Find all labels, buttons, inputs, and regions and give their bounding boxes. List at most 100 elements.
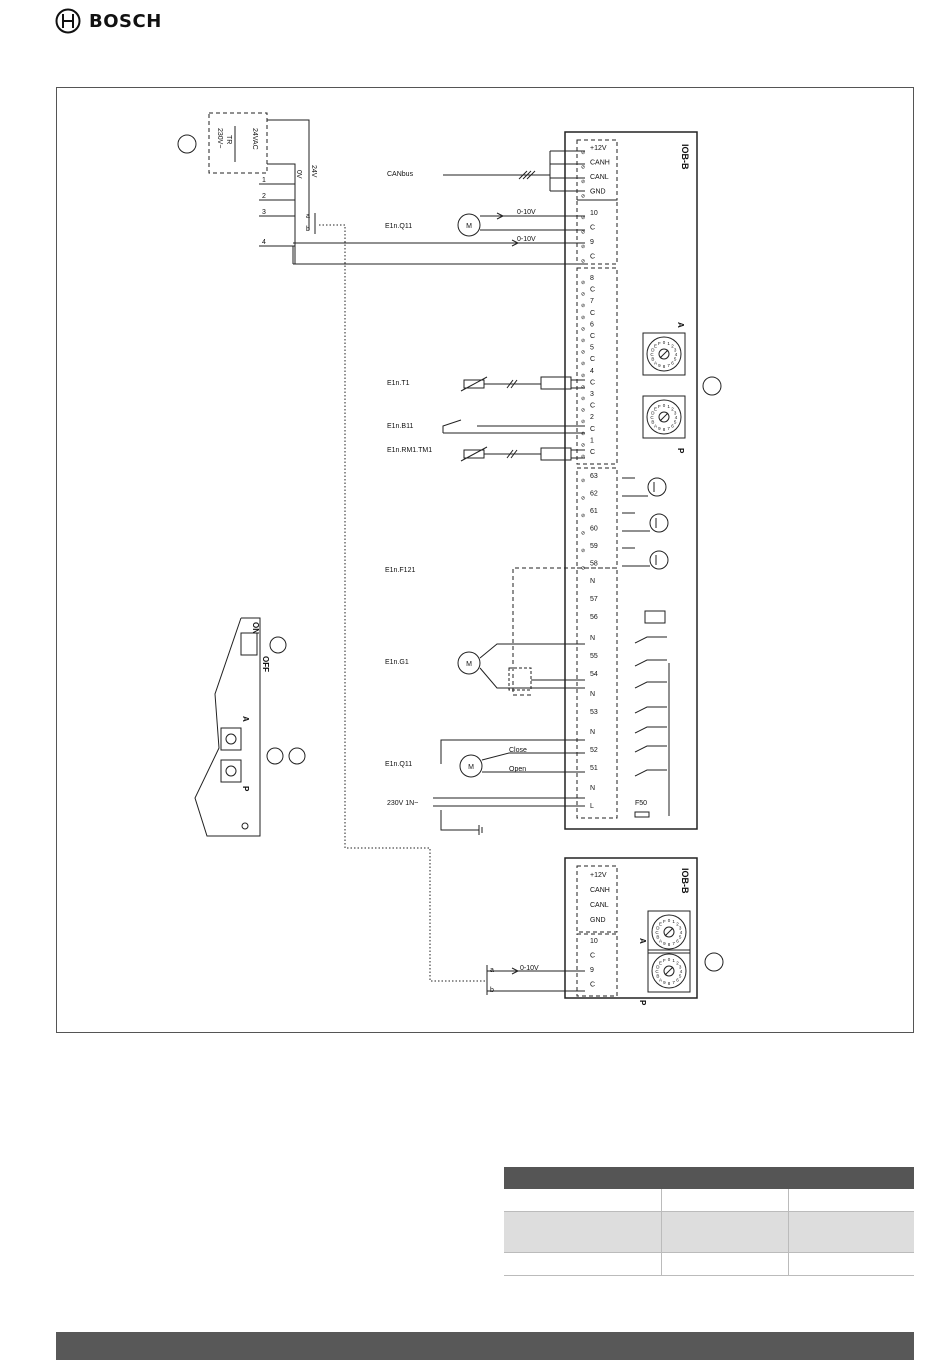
terminal-label: 8 (590, 275, 594, 282)
terminal-label: C (590, 254, 595, 261)
table-row (504, 1212, 914, 1253)
cable-connector (540, 376, 572, 390)
dial-digit: A (659, 938, 662, 943)
arrow (496, 212, 505, 220)
cable-slash (510, 379, 518, 389)
terminal-label: +12V (590, 145, 607, 152)
footer-bar (56, 1332, 914, 1360)
field-terminal-label: 2 (262, 193, 266, 200)
switch-a-label: A (676, 322, 685, 328)
transformer-output-label: 24VAC (251, 128, 258, 150)
dial-digit: 0 (663, 340, 666, 345)
dial-digit: 9 (663, 941, 666, 946)
dial-digit: B (651, 357, 654, 362)
terminal-label: CANL (590, 174, 609, 181)
dial-digit: 9 (658, 426, 661, 431)
a-label: a (490, 967, 494, 974)
callout-circle (266, 747, 284, 765)
transistor-symbol (647, 477, 667, 497)
dial-digit: 1 (672, 958, 675, 963)
terminal-label: 4 (590, 368, 594, 375)
terminal-screw: ⊘ (581, 478, 585, 484)
analog-out-label: 0-10V (517, 209, 536, 216)
callout-circle (702, 376, 722, 396)
terminal-label: 5 (590, 345, 594, 352)
address-dial-a-second-frame (647, 910, 691, 954)
terminal-screw: ⊘ (581, 326, 585, 332)
dip-panel-outline (194, 617, 261, 837)
q11-analog-motor (457, 213, 481, 237)
dip-knob (225, 765, 237, 777)
dial-digit: A (659, 977, 662, 982)
cable-slash (506, 379, 514, 389)
dial-digit: 4 (680, 930, 683, 935)
dial-digit: 6 (671, 360, 674, 365)
arrow (511, 239, 520, 247)
dial-digit: B (651, 420, 654, 425)
mount-hole (241, 822, 249, 830)
q11-valve-label: E1n.Q11 (385, 761, 412, 768)
terminal-label: C (590, 449, 595, 456)
dial-digit: 8 (663, 427, 666, 432)
dial-digit: 4 (675, 352, 678, 357)
switch-a-label: A (638, 938, 647, 944)
can-terminal-block (576, 139, 618, 201)
field-terminal-label: 3 (262, 209, 266, 216)
legend-table (504, 1167, 914, 1276)
terminal-label: 10 (590, 210, 598, 217)
terminal-label: C (590, 356, 595, 363)
address-dial-p-second (651, 953, 687, 989)
dial-digit: 8 (663, 364, 666, 369)
terminal-label: N (590, 635, 595, 642)
fuse-label: F50 (635, 800, 647, 807)
off-label: OFF (261, 656, 270, 672)
switch-p-label: P (638, 1000, 647, 1006)
relay-contact (634, 659, 667, 667)
terminal-label: 54 (590, 671, 598, 678)
motor-label: M (466, 661, 472, 668)
terminal-label: N (590, 729, 595, 736)
terminal-label: L (590, 803, 594, 810)
cable-slash (506, 449, 514, 459)
dial-digit: D (651, 410, 655, 415)
dial-digit: 6 (676, 977, 679, 982)
address-dial-a (646, 336, 682, 372)
terminal-screw: ⊘ (581, 396, 585, 402)
analog-label: 0-10V (520, 965, 539, 972)
transistor-symbol (649, 513, 669, 533)
terminal-label: C (590, 403, 595, 410)
terminal-label: 51 (590, 765, 598, 772)
cable-slash (510, 449, 518, 459)
wire (481, 752, 585, 761)
dial-digit: D (656, 964, 660, 969)
terminal-screw: ⊘ (581, 230, 585, 236)
dial-digit: 5 (679, 935, 682, 940)
terminal-screw: ⊘ (581, 244, 585, 250)
dial-digit: B (656, 935, 659, 940)
dial-digit: 2 (671, 344, 674, 349)
table-header (504, 1167, 914, 1189)
g1-pump-motor (457, 651, 481, 675)
dial-digit: 0 (663, 403, 666, 408)
table-row (504, 1189, 914, 1212)
wire (479, 667, 585, 689)
rail-0v-label: 0V (295, 170, 302, 179)
terminal-screw: ⊘ (581, 303, 585, 309)
terminal-label: C (590, 333, 595, 340)
dip-switch-p (220, 759, 242, 783)
terminal-label: CANH (590, 887, 610, 894)
terminal-label: 52 (590, 747, 598, 754)
dial-digit: D (651, 347, 655, 352)
dial-digit: A (654, 360, 657, 365)
callout-circle (288, 747, 306, 765)
terminal-label: N (590, 691, 595, 698)
terminal-label: 60 (590, 526, 598, 533)
relay-terminal-block (576, 567, 618, 819)
terminal-screw: ⊘ (581, 350, 585, 356)
address-dial-p-frame (642, 395, 686, 439)
terminal-screw: ⊘ (581, 373, 585, 379)
canbus-label: CANbus (387, 171, 414, 178)
address-dial-p (646, 399, 682, 435)
